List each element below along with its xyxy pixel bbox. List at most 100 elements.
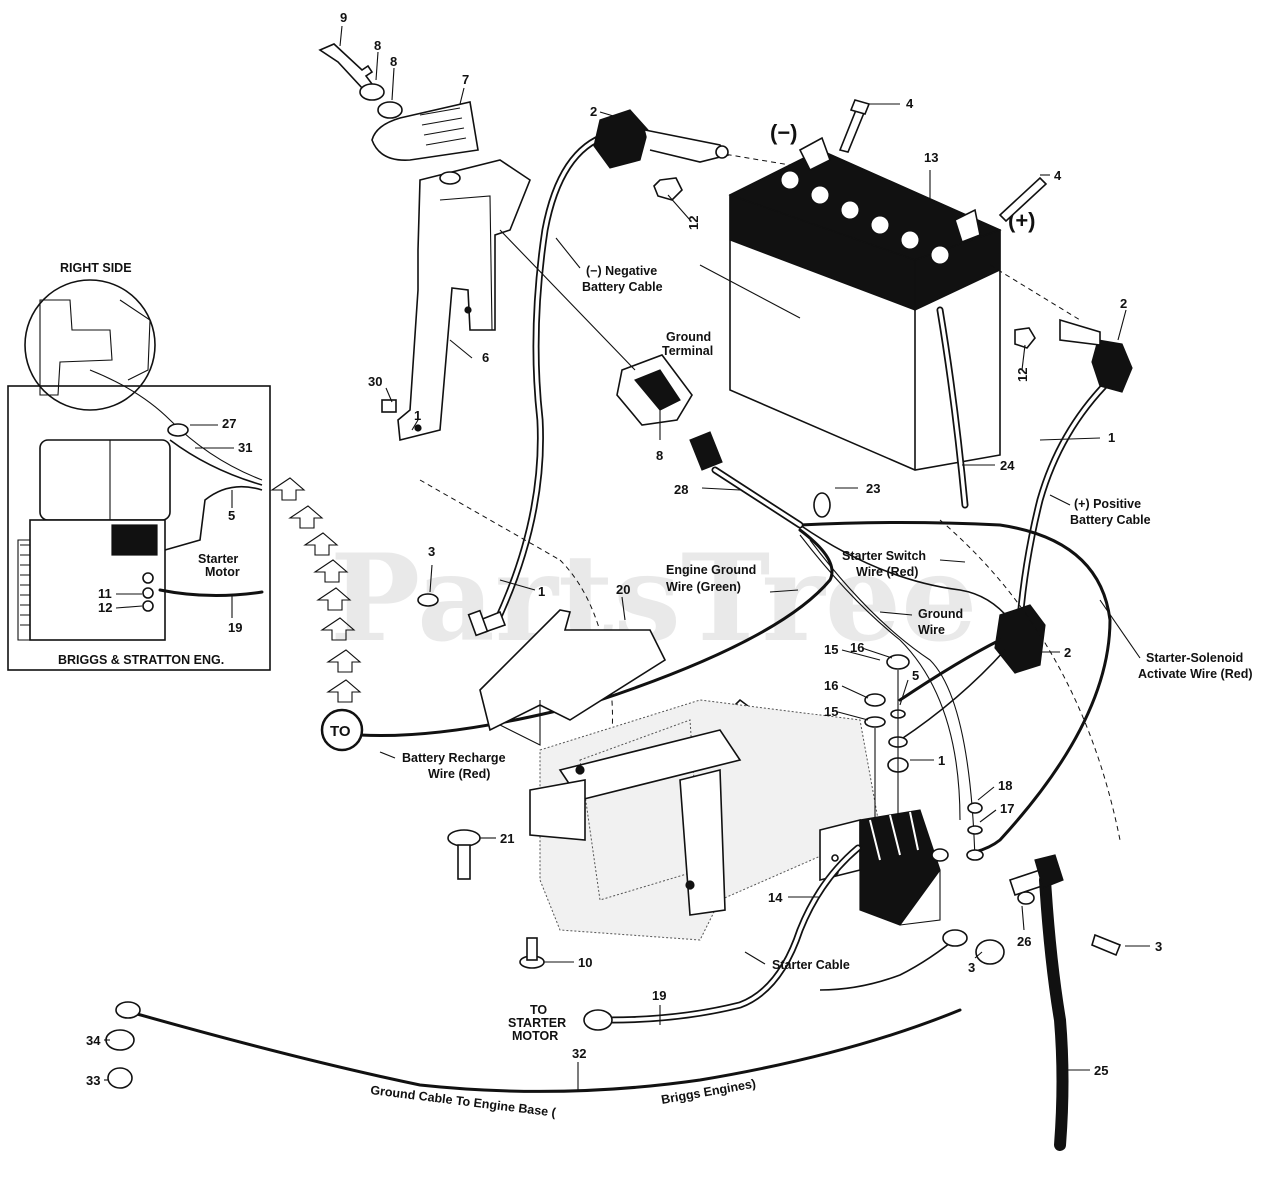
callout-16a: 16 (850, 640, 864, 655)
callout-24: 24 (1000, 458, 1015, 473)
inset-callout-27: 27 (222, 416, 236, 431)
callout-7: 7 (462, 72, 469, 87)
engine-body (39, 439, 171, 521)
callout-1-bracket: 1 (414, 408, 421, 423)
to-starter-label-1: TO (530, 1003, 547, 1017)
recharge-wire-label-2: Wire (Red) (428, 767, 490, 781)
negative-cable-label-1: (−) Negative (586, 264, 657, 278)
direction-arrows (270, 477, 362, 703)
solenoid-wire-label-2: Activate Wire (Red) (1138, 667, 1253, 681)
callout-1-right: 1 (1108, 430, 1115, 445)
to-starter-label-3: MOTOR (512, 1029, 558, 1043)
callout-28: 28 (674, 482, 688, 497)
cable-25 (1034, 854, 1069, 1151)
battery-bracket (381, 159, 531, 442)
callout-17: 17 (1000, 801, 1014, 816)
nut-30 (381, 399, 397, 413)
ground-cable-32 (115, 1001, 962, 1093)
nut-12-right (1014, 327, 1036, 349)
inset-magnifier (24, 279, 156, 411)
washer-34 (105, 1029, 135, 1051)
key-icon (318, 43, 374, 92)
inset-callout-11: 11 (98, 586, 112, 601)
callout-21: 21 (500, 831, 514, 846)
terminal-hardware (864, 654, 984, 862)
clip-23 (813, 492, 831, 518)
starter-solenoid (819, 809, 941, 926)
wire-harness (358, 466, 1121, 861)
ground-terminal (499, 229, 723, 471)
inset-callout-12: 12 (98, 600, 112, 615)
inset-title: RIGHT SIDE (60, 261, 132, 275)
starter-cable (819, 929, 968, 991)
callout-16b: 16 (824, 678, 838, 693)
callout-8-terminal: 8 (656, 448, 663, 463)
bolt-3-left (417, 593, 439, 607)
callout-33: 33 (86, 1073, 100, 1088)
to-connector: TO (320, 708, 364, 752)
recharge-wire-label-1: Battery Recharge (402, 751, 506, 765)
callout-13: 13 (924, 150, 938, 165)
bolt-21 (447, 829, 481, 847)
callout-12-top: 12 (686, 216, 701, 230)
callout-8a: 8 (374, 38, 381, 53)
ground-terminal-label-1: Ground (666, 330, 711, 344)
to-starter-label-2: STARTER (508, 1016, 566, 1030)
washer-icon (377, 101, 403, 119)
solenoid-wire-label-1: Starter-Solenoid (1146, 651, 1243, 665)
callout-12-right: 12 (1015, 368, 1030, 382)
inset-frame (7, 385, 271, 671)
bolt-3-bottom (975, 939, 1005, 965)
starter-switch-label-2: Wire (Red) (856, 565, 918, 579)
callout-5: 5 (912, 668, 919, 683)
callout-34: 34 (86, 1033, 101, 1048)
callout-14: 14 (768, 890, 783, 905)
inset-callout-31: 31 (238, 440, 252, 455)
ground-wire-label-2: Wire (918, 623, 945, 637)
callout-10: 10 (578, 955, 592, 970)
callout-3-left: 3 (428, 544, 435, 559)
callout-6: 6 (482, 350, 489, 365)
bolt-33 (107, 1067, 133, 1089)
starter-cable-label: Starter Cable (772, 958, 850, 972)
inset-starter-label-2: Motor (205, 565, 240, 579)
to-circle-label: TO (330, 723, 351, 740)
callout-32: 32 (572, 1046, 586, 1061)
callout-4-top: 4 (906, 96, 914, 111)
positive-battery-cable (1016, 318, 1133, 624)
negative-terminal-label: (−) (770, 120, 798, 145)
decal-plate (371, 101, 479, 161)
callout-30: 30 (368, 374, 382, 389)
callout-15a: 15 (824, 642, 838, 657)
starter-cable-19 (583, 844, 862, 1031)
callout-9: 9 (340, 10, 347, 25)
ground-wire-label-1: Ground (918, 607, 963, 621)
callout-2-top: 2 (590, 104, 597, 119)
starter-tray (529, 699, 881, 941)
callout-3-right: 3 (1155, 939, 1162, 954)
nut-icon (359, 83, 385, 101)
callout-2-harness: 2 (1064, 645, 1071, 660)
inset-callout-19: 19 (228, 620, 242, 635)
callout-23: 23 (866, 481, 880, 496)
callout-1-cable: 1 (538, 584, 545, 599)
negative-battery-cable (478, 109, 730, 634)
callout-20: 20 (616, 582, 630, 597)
inset-footer: BRIGGS & STRATTON ENG. (58, 653, 224, 667)
callout-19: 19 (652, 988, 666, 1003)
callout-2-right: 2 (1120, 296, 1127, 311)
negative-cable-label-2: Battery Cable (582, 280, 663, 294)
inset-starter-motor-part (111, 524, 158, 556)
callout-25: 25 (1094, 1063, 1108, 1078)
starter-switch-label-1: Starter Switch (842, 549, 926, 563)
positive-cable-label-2: Battery Cable (1070, 513, 1151, 527)
ground-terminal-label-2: Terminal (662, 344, 713, 358)
engine-ground-label-2: Wire (Green) (666, 580, 741, 594)
key-assembly (318, 43, 479, 161)
bolt-4-mid (998, 176, 1048, 223)
callout-18: 18 (998, 778, 1012, 793)
boot-2-right (1091, 339, 1133, 393)
callout-numbers: 9 8 8 7 2 4 4 12 13 2 12 6 30 1 8 1 24 2… (86, 10, 1162, 1088)
ground-cable-label-b: Briggs Engines) (660, 1077, 757, 1107)
callout-1-solenoid: 1 (938, 753, 945, 768)
